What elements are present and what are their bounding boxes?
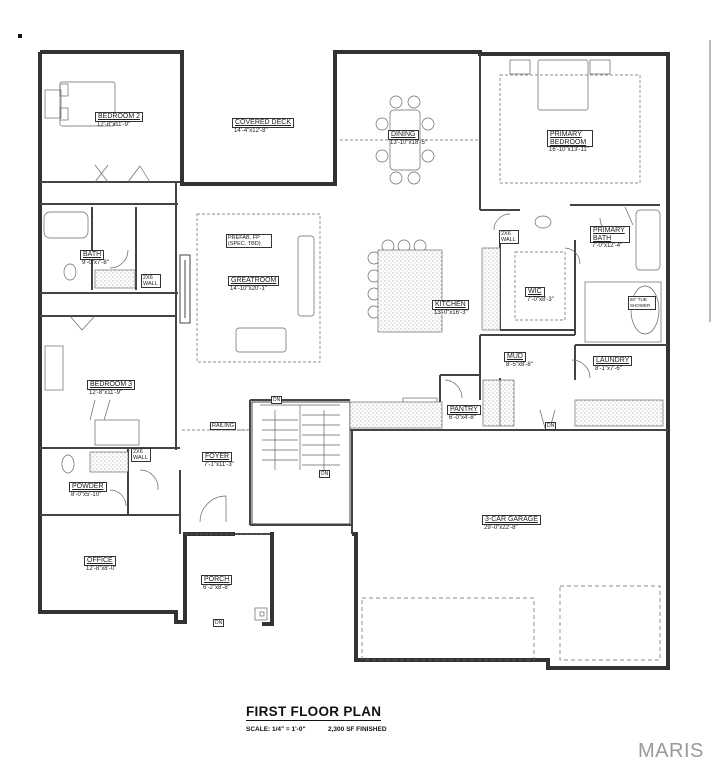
interior-walls — [40, 54, 668, 535]
watermark-logo: MARIS — [638, 740, 704, 762]
arrow-dn-stair: DN — [319, 470, 331, 478]
plan-finished-area: 2,300 SF FINISHED — [328, 726, 387, 733]
corner-mark — [18, 34, 22, 38]
arrow-dn-stair-top: DN — [271, 396, 283, 404]
note-shower: 60" TUB SHOWER — [628, 296, 656, 310]
stair — [210, 401, 351, 525]
note-wall-bath: 2X6 WALL — [141, 274, 161, 288]
note-wall-powder: 2X6 WALL — [131, 448, 151, 462]
note-wall-primary: 2X6 WALL — [499, 230, 519, 244]
garage-doors — [361, 585, 661, 661]
door-swings — [69, 164, 634, 523]
note-railing: RAILING — [210, 422, 237, 430]
plan-title: FIRST FLOOR PLAN — [246, 704, 382, 721]
fireplace — [179, 254, 191, 324]
note-fireplace: PREFAB. FP (SPEC. TBD) — [226, 234, 272, 248]
arrow-dn-porch: DN — [213, 619, 225, 627]
dashed-ceiling-lines — [182, 74, 641, 535]
stippled-counters — [89, 247, 664, 473]
arrow-dn-mud: DN — [545, 422, 557, 430]
plan-scale: SCALE: 1/4" = 1'-0" — [246, 726, 306, 733]
